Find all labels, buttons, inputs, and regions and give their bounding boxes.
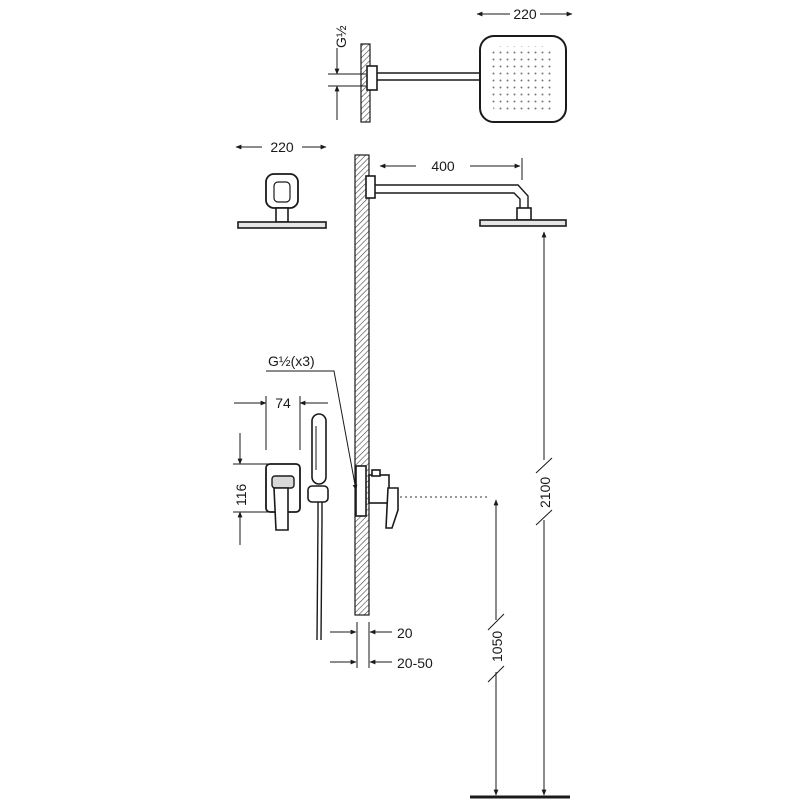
dim-arm-length: 400 <box>431 158 455 174</box>
dim-valve-floor-height: 1050 <box>489 631 505 662</box>
dim-valve-height: 116 <box>233 483 249 506</box>
hand-shower-holder <box>307 485 329 503</box>
dim-wall-offset: 20 <box>397 625 413 641</box>
top-flange <box>366 65 378 91</box>
shower-hose <box>316 502 319 641</box>
leader-line <box>266 370 358 491</box>
dim-recess-depth: 20-50 <box>397 655 433 671</box>
offset-dimensions: 20 20-50 <box>330 622 433 671</box>
head-front-view: 220 <box>235 139 327 229</box>
head-plate-main <box>479 219 567 227</box>
valve-lever-side <box>385 487 399 529</box>
valve-trim <box>368 474 390 504</box>
dim-thread-top: G½ <box>333 25 349 48</box>
dim-head-width-side: 220 <box>270 139 294 155</box>
top-view: 220 G½ <box>328 6 573 123</box>
valve-handle-front <box>271 475 295 489</box>
dim-total-height: 2100 <box>537 477 553 508</box>
valve-front-view: 74 116 <box>233 395 329 641</box>
valve-side-view: G½(x3) <box>266 353 399 529</box>
dim-valve-width: 74 <box>275 395 291 411</box>
arm-connector <box>265 173 299 209</box>
main-wall <box>354 154 370 616</box>
shower-arm-side: 400 <box>365 158 567 227</box>
valve-lever-front <box>273 487 289 531</box>
dim-thread-valve: G½(x3) <box>268 353 315 369</box>
height-dimensions: 2100 1050 <box>400 231 570 799</box>
hand-shower <box>311 413 327 485</box>
valve-body <box>355 465 367 517</box>
head-plate-side <box>237 221 327 229</box>
nozzle-pattern <box>492 46 554 112</box>
dim-head-width-top: 220 <box>513 6 537 22</box>
